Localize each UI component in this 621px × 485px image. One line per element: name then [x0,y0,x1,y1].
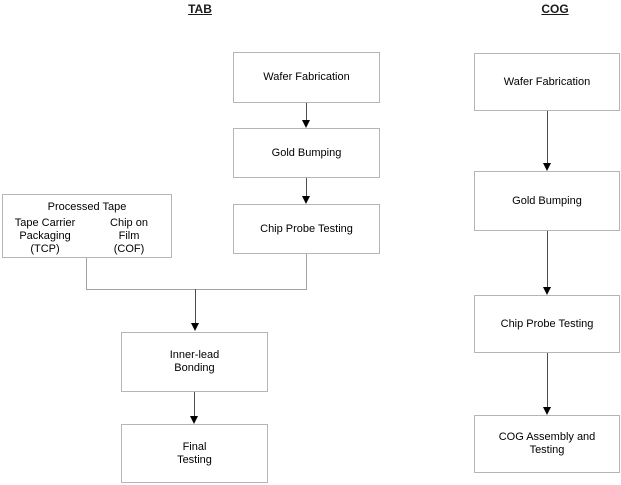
node-tab-wafer-fabrication: Wafer Fabrication [233,52,380,103]
node-tab-chip-probe-testing: Chip Probe Testing [233,204,380,254]
arrow-cog-wafer-to-gold-head [543,163,551,171]
arrow-merge-to-inner-lead-stem [195,289,196,324]
connector-processed-tape-drop [86,258,87,289]
arrow-inner-lead-to-final-head [190,416,198,424]
node-tab-inner-lead-bonding: Inner-lead Bonding [121,332,268,392]
node-cog-assembly-and-testing: COG Assembly and Testing [474,415,620,473]
connector-chip-probe-drop [306,254,307,289]
node-cog-gold-bumping: Gold Bumping [474,171,620,231]
arrow-cog-gold-to-chip-head [543,287,551,295]
processed-tape-option-cof: Chip on Film (COF) [110,217,148,255]
node-cog-chip-probe-testing: Chip Probe Testing [474,295,620,353]
arrow-tab-wafer-to-gold-head [302,120,310,128]
node-tab-gold-bumping: Gold Bumping [233,128,380,178]
arrow-inner-lead-to-final-stem [194,392,195,417]
connector-merge-horizontal [86,289,307,290]
arrow-merge-to-inner-lead-head [191,323,199,331]
tab-column-title: TAB [188,2,212,16]
node-tab-processed-tape: Processed Tape Tape Carrier Packaging (T… [2,194,172,258]
arrow-tab-wafer-to-gold-stem [306,103,307,121]
processed-tape-title: Processed Tape [47,201,127,213]
arrow-cog-wafer-to-gold-stem [547,111,548,163]
arrow-cog-chip-to-assembly-head [543,407,551,415]
arrow-cog-chip-to-assembly-stem [547,353,548,407]
arrow-tab-gold-to-chip-stem [306,178,307,197]
node-cog-wafer-fabrication: Wafer Fabrication [474,53,620,111]
arrow-tab-gold-to-chip-head [302,196,310,204]
node-tab-final-testing: Final Testing [121,424,268,483]
processed-tape-option-tcp: Tape Carrier Packaging (TCP) [14,217,76,255]
cog-column-title: COG [541,2,569,16]
arrow-cog-gold-to-chip-stem [547,231,548,287]
